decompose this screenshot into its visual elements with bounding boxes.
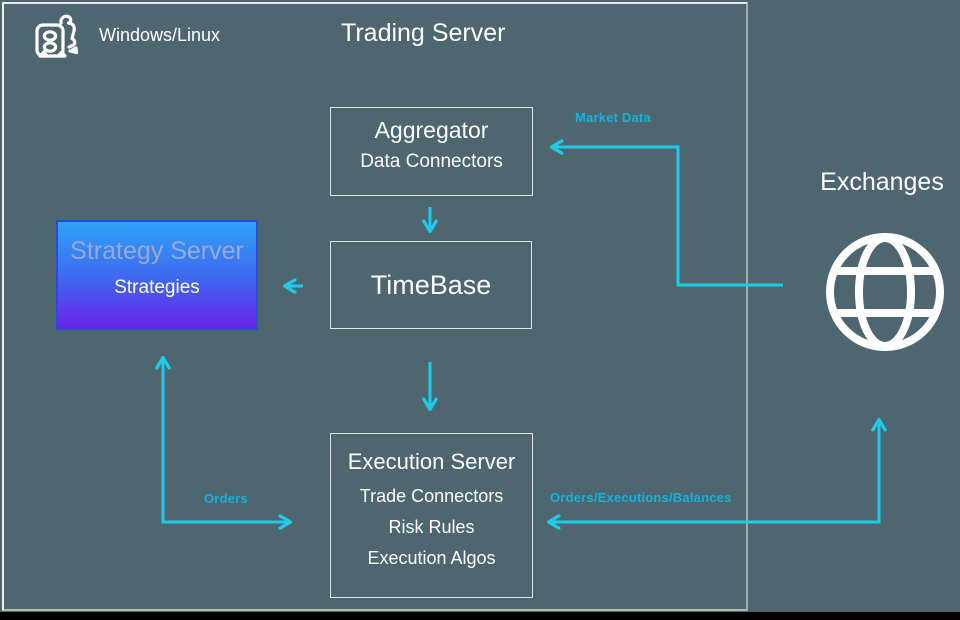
node-strategy-server: Strategy Server Strategies — [56, 220, 258, 330]
orders-executions-balances-label: Orders/Executions/Balances — [550, 490, 732, 505]
bottom-black-strip — [0, 612, 960, 620]
diagram-title: Trading Server — [341, 19, 506, 47]
strategy-server-title: Strategy Server — [70, 237, 244, 265]
windows-linux-icon — [35, 14, 79, 58]
platform-badge: Windows/Linux — [28, 10, 220, 60]
node-timebase: TimeBase — [330, 241, 532, 329]
timebase-title: TimeBase — [370, 269, 492, 300]
platform-label: Windows/Linux — [99, 24, 221, 45]
aggregator-subtitle: Data Connectors — [360, 151, 503, 172]
node-aggregator: Aggregator Data Connectors — [330, 107, 533, 196]
node-execution-server: Execution Server Trade Connectors Risk R… — [330, 433, 533, 598]
orders-label: Orders — [204, 491, 248, 506]
exchanges-label: Exchanges — [820, 168, 944, 196]
execution-item: Trade Connectors — [359, 486, 504, 506]
aggregator-title: Aggregator — [374, 117, 489, 143]
market-data-label: Market Data — [575, 110, 651, 125]
execution-item: Execution Algos — [367, 548, 496, 568]
execution-server-title: Execution Server — [347, 449, 516, 474]
execution-item: Risk Rules — [388, 517, 475, 537]
strategy-server-subtitle: Strategies — [114, 277, 200, 298]
trading-server-boundary — [2, 2, 748, 611]
globe-icon — [826, 233, 944, 351]
